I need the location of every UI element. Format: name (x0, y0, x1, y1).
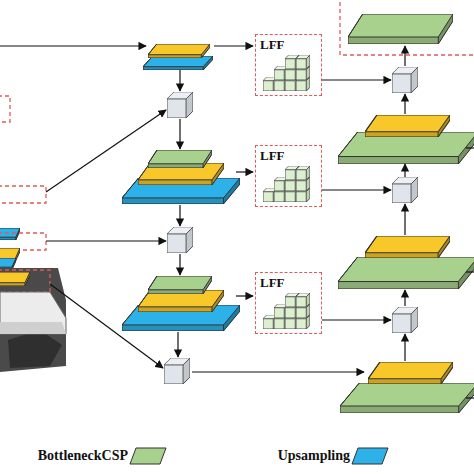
flow-arrow (50, 284, 163, 368)
dashed-frame (0, 96, 10, 122)
flow-arrow (179, 205, 180, 226)
wire (466, 397, 474, 398)
lff-cubes (263, 293, 310, 329)
flow-arrow (179, 70, 180, 91)
feature-plate (0, 272, 30, 286)
conv-cube (167, 92, 193, 118)
flow-arrow (404, 164, 405, 177)
module-label: LFF (260, 275, 285, 291)
dashed-frame (0, 270, 50, 292)
feature-plate (365, 236, 450, 258)
bottleneckcsp-plate (338, 257, 474, 289)
feature-plate (365, 115, 450, 137)
dashed-frame (340, 0, 474, 55)
dashed-frame (0, 186, 46, 203)
upsampling-plate (143, 56, 213, 70)
lff-cubes (263, 55, 310, 91)
flow-arrow (0, 45, 146, 46)
flow-arrows (0, 46, 405, 372)
lff-module-box: LFF (255, 145, 322, 207)
dashed-frame (0, 233, 46, 250)
legend-swatch (352, 448, 388, 464)
flow-arrow (46, 240, 166, 241)
input-image (8, 330, 62, 368)
flow-arrow (46, 110, 166, 192)
flow-arrow (177, 332, 178, 357)
flow-arrow (192, 371, 364, 372)
conv-cube (392, 67, 418, 93)
legend-swatch (130, 448, 166, 464)
legend-label: Upsampling (250, 448, 350, 464)
bottleneckcsp-plate (340, 383, 474, 413)
bottleneckcsp-plate (148, 150, 212, 168)
side-wires (466, 148, 474, 398)
flow-arrow (404, 290, 405, 306)
legend-label: BottleneckCSP (20, 448, 128, 464)
conv-cube (167, 227, 193, 253)
wire (466, 271, 474, 272)
flow-arrow (322, 79, 391, 80)
feature-plate (0, 228, 20, 240)
flow-arrow (322, 189, 391, 190)
conv-cube (164, 358, 190, 384)
flow-arrow (179, 119, 180, 149)
flow-arrow (404, 204, 405, 235)
flow-arrow (404, 94, 405, 114)
input-slab (0, 292, 66, 334)
conv-cube (392, 177, 418, 203)
flow-arrow (236, 171, 253, 172)
conv-cube (392, 307, 418, 333)
module-label: LFF (260, 148, 285, 164)
input-slab (0, 322, 66, 334)
lff-module-box: LFF (255, 272, 322, 334)
bottleneckcsp-plate (348, 14, 453, 44)
bottleneckcsp-plate (148, 276, 212, 294)
module-label: LFF (260, 37, 285, 53)
flow-arrow (236, 295, 253, 296)
flow-arrow (322, 319, 391, 320)
wire (466, 147, 474, 148)
feature-plate (148, 44, 210, 58)
flow-arrow (214, 45, 253, 46)
flow-arrow (404, 46, 405, 66)
lff-cubes (263, 166, 310, 202)
flow-arrow (404, 334, 405, 361)
feature-plate (368, 362, 453, 384)
lff-module-box: LFF (255, 34, 322, 96)
flow-arrow (179, 254, 180, 275)
